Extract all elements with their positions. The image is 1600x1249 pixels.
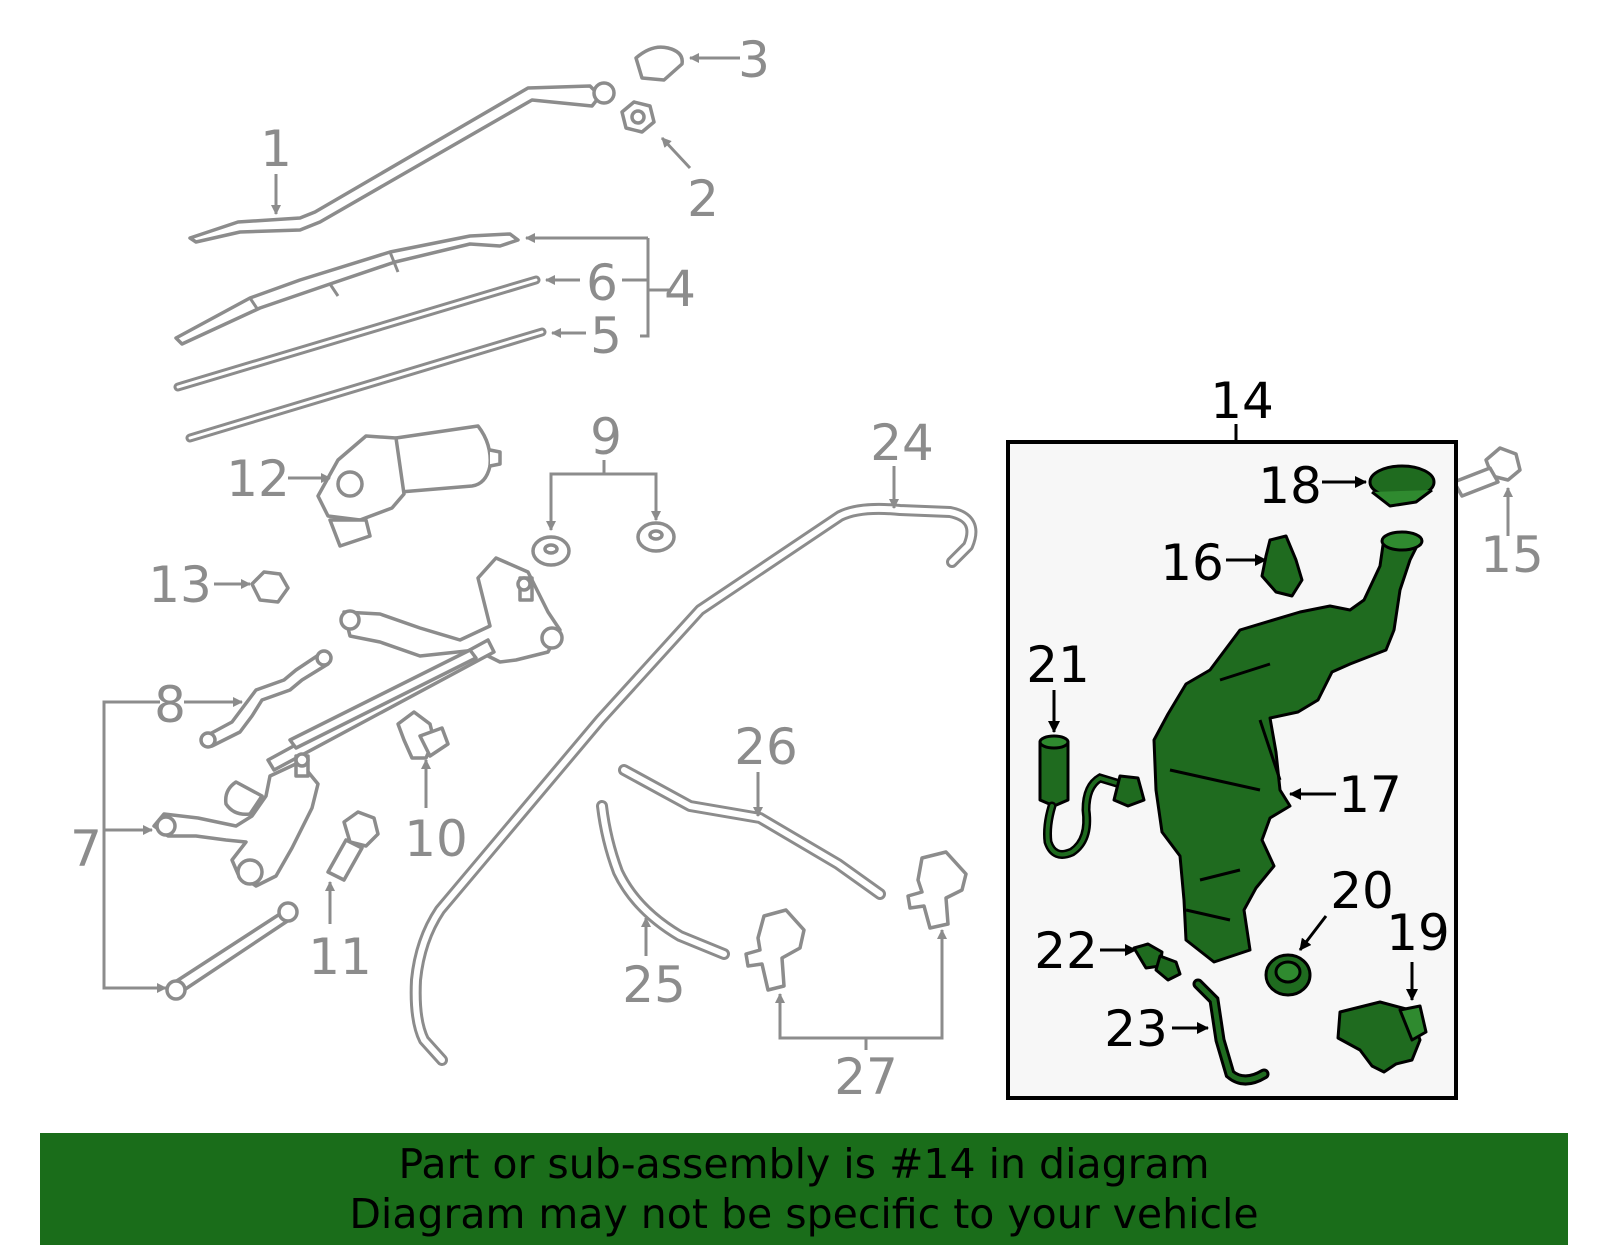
- hose-23: [1192, 978, 1270, 1086]
- callout-labels: 1 2 3 4 6 5 12 9 24 13 8 7 10 11 26 25 2…: [70, 31, 1544, 1106]
- callout-14: 14: [1210, 372, 1274, 430]
- callout-6: 6: [586, 254, 618, 312]
- connector-22: [1132, 942, 1182, 982]
- callout-25: 25: [622, 956, 686, 1014]
- callout-27: 27: [834, 1048, 898, 1106]
- callout-9: 9: [590, 408, 622, 466]
- callout-5: 5: [590, 307, 622, 365]
- hose-25: [596, 800, 730, 960]
- grommet-left: [531, 535, 571, 567]
- nozzle-left: [744, 908, 806, 992]
- callout-23: 23: [1104, 1000, 1168, 1058]
- level-sensor: [1038, 734, 1146, 859]
- callout-4: 4: [664, 260, 696, 318]
- callout-16: 16: [1160, 534, 1224, 592]
- bolt-15: [1452, 446, 1522, 498]
- arm-cap: [634, 45, 684, 82]
- bolt-11: [326, 810, 380, 882]
- wiper-linkage: [266, 556, 564, 772]
- callout-18: 18: [1258, 457, 1322, 515]
- info-banner: Part or sub-assembly is #14 in diagram D…: [40, 1133, 1568, 1245]
- callout-26: 26: [734, 718, 798, 776]
- hose-26: [618, 764, 886, 900]
- blade-insert-5: [185, 327, 547, 443]
- callout-19: 19: [1386, 904, 1450, 962]
- tie-rod: [165, 901, 299, 1001]
- callout-13: 13: [148, 556, 212, 614]
- callout-20: 20: [1330, 862, 1394, 920]
- washer-reservoir: [1152, 530, 1424, 964]
- callout-10: 10: [404, 810, 468, 868]
- callout-2: 2: [687, 170, 719, 228]
- nozzle-right: [906, 850, 968, 930]
- callout-15: 15: [1480, 526, 1544, 584]
- drive-link-8: [199, 649, 333, 749]
- banner-line-1: Part or sub-assembly is #14 in diagram: [398, 1140, 1210, 1188]
- filler-cap: [1368, 464, 1436, 508]
- callout-1: 1: [260, 120, 292, 178]
- wiper-arm: [188, 81, 616, 244]
- callout-22: 22: [1034, 922, 1098, 980]
- bolt-10: [396, 710, 450, 760]
- hose-24: [409, 502, 978, 1066]
- callout-17: 17: [1338, 766, 1402, 824]
- blade-insert-6: [173, 275, 541, 392]
- wiper-blade: [174, 232, 520, 346]
- nut-13: [250, 570, 290, 604]
- callout-11: 11: [308, 928, 372, 986]
- callout-21: 21: [1026, 636, 1090, 694]
- grommet-right: [636, 521, 676, 553]
- callout-7: 7: [70, 820, 102, 878]
- callout-8: 8: [154, 676, 186, 734]
- grommet-20: [1264, 953, 1312, 997]
- arm-nut: [620, 100, 656, 134]
- washer-pump: [1336, 1000, 1428, 1074]
- callout-24: 24: [870, 414, 934, 472]
- pivot-assembly: [152, 752, 320, 888]
- callout-3: 3: [738, 31, 770, 89]
- callout-12: 12: [226, 450, 290, 508]
- banner-line-2: Diagram may not be specific to your vehi…: [349, 1190, 1259, 1238]
- wiper-motor: [316, 424, 502, 548]
- leader-lines: [102, 53, 1513, 1050]
